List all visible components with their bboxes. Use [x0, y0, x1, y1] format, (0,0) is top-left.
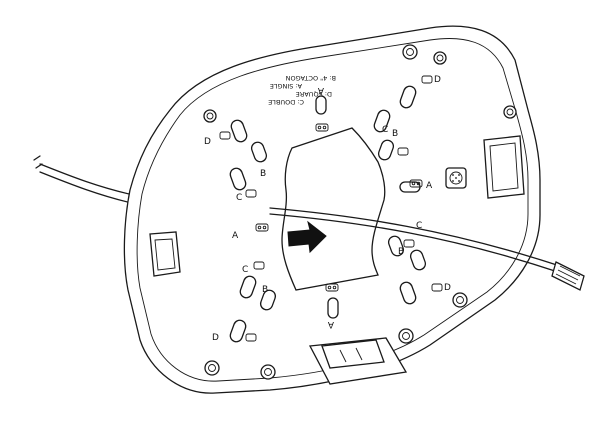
plate-legend: C: DOUBLE D: SQUARE A: SINGLE B: 4" OCTA… — [268, 74, 336, 106]
hole-label-b-1: B — [260, 169, 266, 179]
hole-label-d-2: D — [434, 75, 441, 85]
legend-line-3: A: SINGLE — [270, 82, 302, 90]
hole-label-b-3: B — [262, 285, 268, 295]
legend-line-4: B: 4" OCTAGON — [285, 74, 336, 82]
side-tab-right — [483, 135, 525, 199]
hole-label-a-bottom: A — [327, 319, 334, 329]
hole-labels: A A A A B B B B C C C C D D D D — [204, 75, 451, 343]
hole-label-c-4: C — [416, 221, 422, 231]
hole-label-b-4: B — [398, 247, 404, 257]
screw-bosses — [203, 44, 517, 380]
alignment-dots — [219, 75, 443, 342]
grille-icon — [445, 167, 467, 189]
hole-label-b-2: B — [392, 129, 398, 139]
legend-line-1: C: DOUBLE — [268, 98, 304, 106]
hole-label-d-1: D — [204, 137, 211, 147]
direction-arrow-icon — [287, 220, 327, 254]
hole-label-c-3: C — [242, 265, 248, 275]
hole-label-d-4: D — [444, 283, 451, 293]
hole-label-d-3: D — [212, 333, 219, 343]
slot-holes — [229, 85, 427, 343]
center-opening — [281, 127, 386, 291]
hole-label-c-1: C — [236, 193, 242, 203]
hole-label-a-left: A — [232, 231, 239, 241]
bottom-latch — [308, 337, 408, 385]
cable-right — [269, 207, 561, 273]
cable-left — [33, 155, 139, 205]
side-tab-left — [149, 231, 181, 277]
hole-label-a-top: A — [317, 85, 324, 95]
hole-label-c-2: C — [382, 125, 388, 135]
hole-label-a-right: A — [426, 181, 433, 191]
legend-line-2: D: SQUARE — [296, 90, 332, 98]
rj45-connector-icon — [551, 261, 585, 291]
